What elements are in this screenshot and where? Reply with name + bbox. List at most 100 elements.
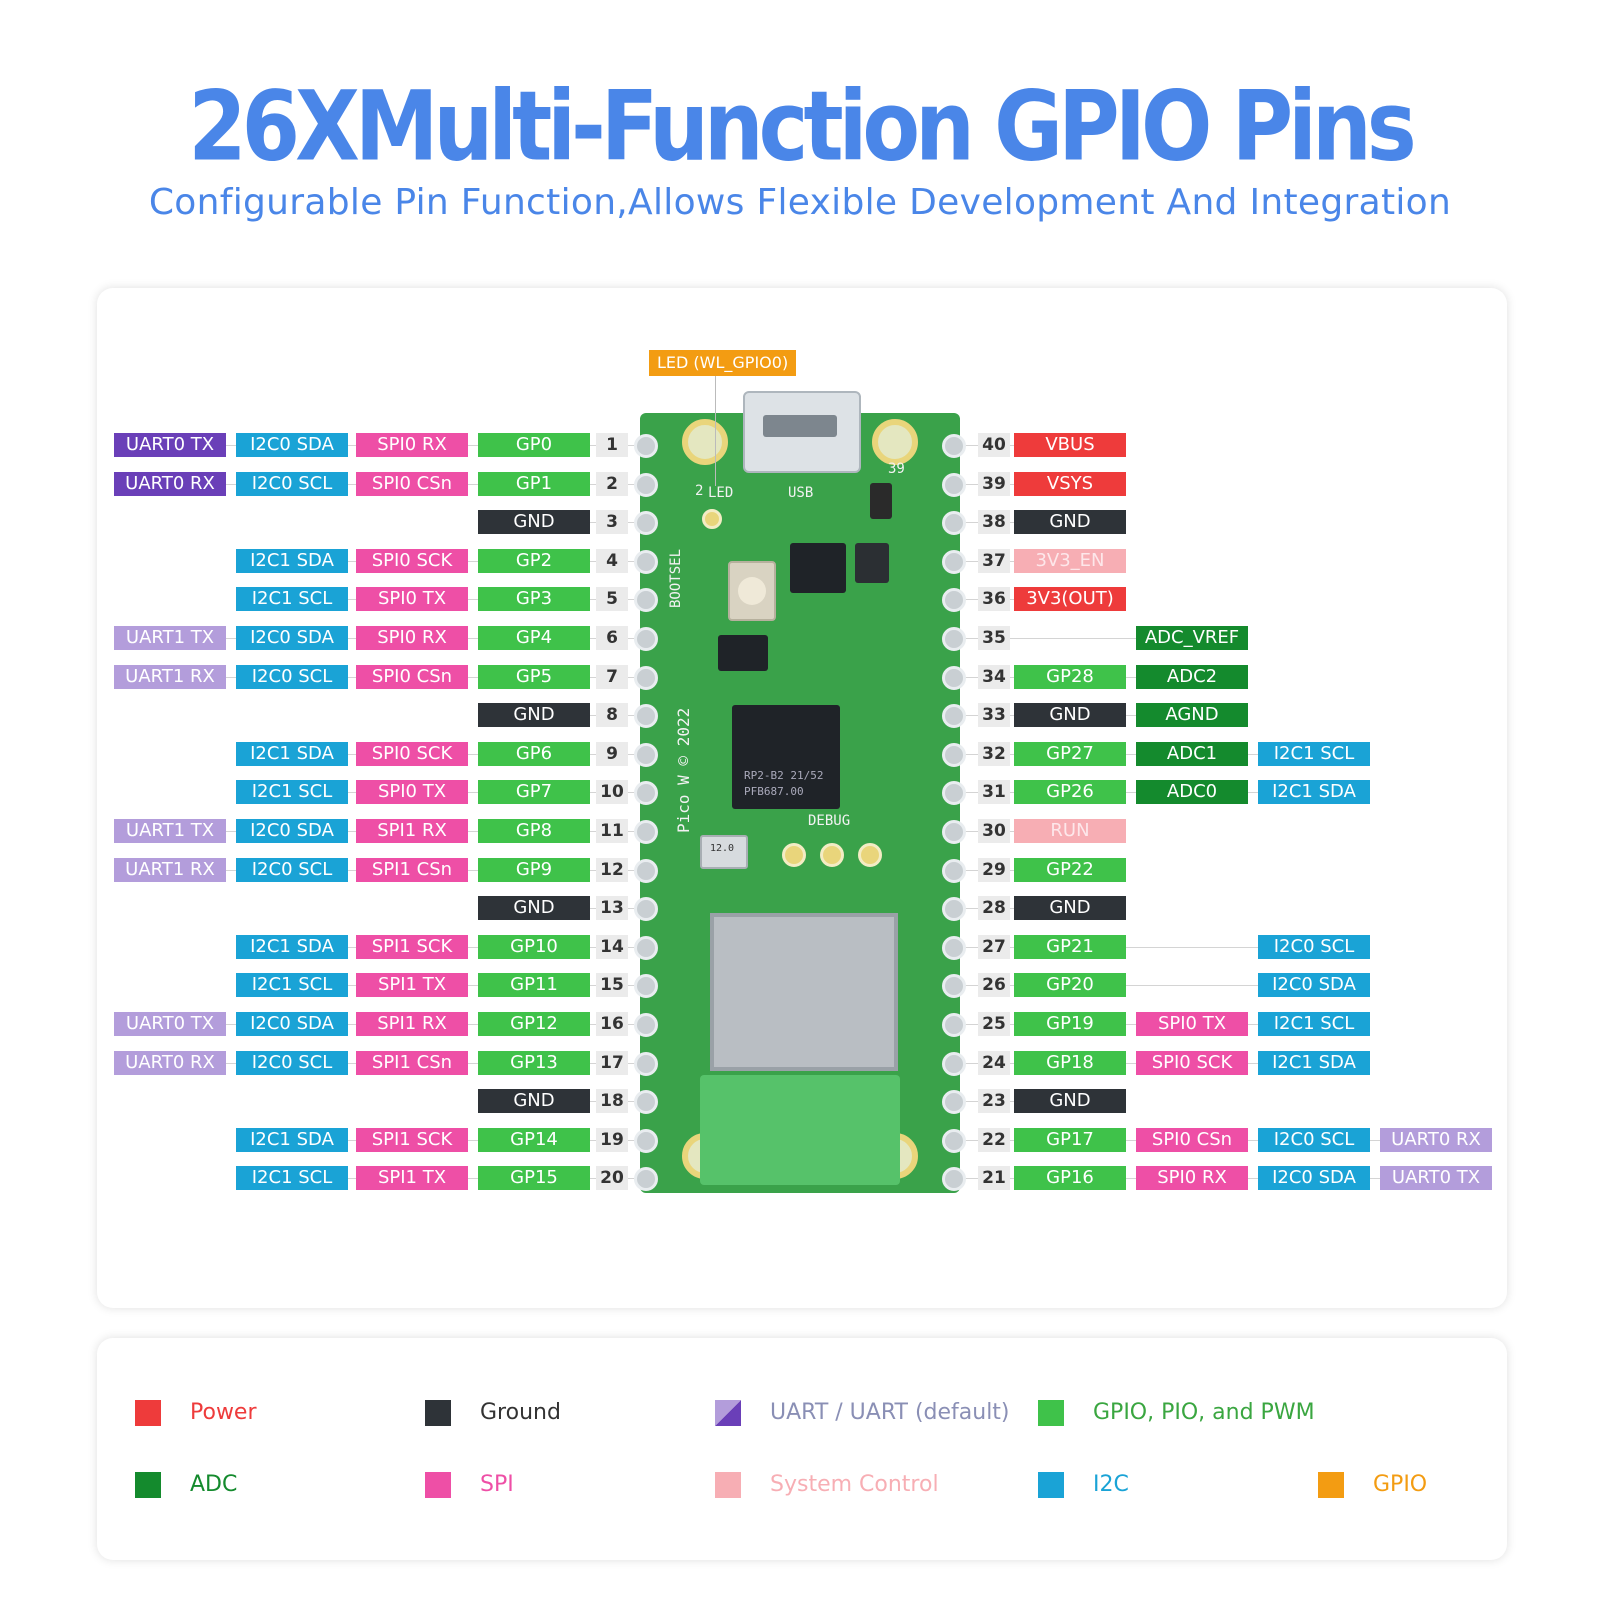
pin-label: GP12 xyxy=(478,1012,590,1036)
castellated-pad xyxy=(942,743,966,767)
debug-pad-3 xyxy=(858,843,882,867)
pin-label: I2C1 SDA xyxy=(1258,1051,1370,1075)
pin-label: SPI1 SCK xyxy=(356,1128,468,1152)
castellated-pad xyxy=(942,897,966,921)
silk-model: Pico W © 2022 xyxy=(674,707,693,833)
legend-item-uart: UART / UART (default) xyxy=(715,1398,1015,1428)
castellated-pad xyxy=(634,859,658,883)
pin-label: I2C0 SDA xyxy=(236,433,348,457)
legend-swatch xyxy=(425,1400,451,1426)
pin-number: 12 xyxy=(596,858,628,882)
legend-label: System Control xyxy=(770,1472,939,1497)
pin-label: GP20 xyxy=(1014,973,1126,997)
castellated-pad xyxy=(634,511,658,535)
pin-label: I2C0 SCL xyxy=(236,665,348,689)
pin-number: 33 xyxy=(978,703,1010,727)
legend-label: UART / UART (default) xyxy=(770,1400,1010,1425)
pico-w-board: 2 39 LED USB BOOTSEL Pico W © 2022 RP2-B… xyxy=(634,391,966,1193)
leader-line xyxy=(960,947,1360,948)
pin-label: SPI1 TX xyxy=(356,973,468,997)
pin-label: SPI0 RX xyxy=(356,626,468,650)
castellated-pad xyxy=(634,743,658,767)
pin-label: I2C1 SCL xyxy=(236,1166,348,1190)
pin-label: GP11 xyxy=(478,973,590,997)
legend-swatch xyxy=(135,1400,161,1426)
pin-number: 1 xyxy=(596,433,628,457)
pin-label: UART0 TX xyxy=(114,1012,226,1036)
antenna-area xyxy=(700,1075,900,1185)
pin-label: RUN xyxy=(1014,819,1126,843)
pin-label: SPI0 CSn xyxy=(356,472,468,496)
pin-label: SPI0 CSn xyxy=(1136,1128,1248,1152)
pin-label: UART1 RX xyxy=(114,858,226,882)
pin-label: UART0 RX xyxy=(114,472,226,496)
pin-label: GP16 xyxy=(1014,1166,1126,1190)
pin-number: 34 xyxy=(978,665,1010,689)
pin-label: I2C1 SDA xyxy=(236,742,348,766)
castellated-pad xyxy=(942,550,966,574)
pin-number: 2 xyxy=(596,472,628,496)
silk-usb: USB xyxy=(788,485,814,501)
pin-number: 17 xyxy=(596,1051,628,1075)
pin-number: 37 xyxy=(978,549,1010,573)
pin-label: I2C0 SCL xyxy=(236,472,348,496)
pin-label: GP17 xyxy=(1014,1128,1126,1152)
bootsel-button[interactable] xyxy=(728,561,776,621)
pin-label: UART1 TX xyxy=(114,626,226,650)
leader-line xyxy=(960,985,1360,986)
castellated-pad xyxy=(634,1167,658,1191)
pin-number: 8 xyxy=(596,703,628,727)
pin-label: I2C0 SDA xyxy=(1258,973,1370,997)
pin-label: I2C1 SCL xyxy=(236,780,348,804)
castellated-pad xyxy=(634,936,658,960)
pin-label: GND xyxy=(1014,896,1126,920)
led-pad xyxy=(702,509,722,529)
pin-number: 3 xyxy=(596,510,628,534)
legend-swatch xyxy=(425,1472,451,1498)
pin-label: GP2 xyxy=(478,549,590,573)
pin-label: I2C1 SDA xyxy=(1258,780,1370,804)
silk-pad-2: 2 xyxy=(695,483,704,499)
pin-label: I2C0 SDA xyxy=(236,819,348,843)
pin-label: I2C1 SDA xyxy=(236,935,348,959)
pin-label: GP9 xyxy=(478,858,590,882)
pin-label: GP4 xyxy=(478,626,590,650)
debug-pad-2 xyxy=(820,843,844,867)
castellated-pad xyxy=(942,936,966,960)
castellated-pad xyxy=(634,1013,658,1037)
pin-number: 13 xyxy=(596,896,628,920)
pin-number: 7 xyxy=(596,665,628,689)
pin-label: GP27 xyxy=(1014,742,1126,766)
pin-label: I2C0 SCL xyxy=(236,858,348,882)
mounting-hole-top-right xyxy=(872,419,918,465)
leader-line xyxy=(960,638,1238,639)
legend-swatch xyxy=(1038,1400,1064,1426)
castellated-pad xyxy=(634,666,658,690)
pin-label: I2C1 SCL xyxy=(236,973,348,997)
pin-label: I2C1 SCL xyxy=(1258,1012,1370,1036)
castellated-pad xyxy=(942,1167,966,1191)
pin-label: GP3 xyxy=(478,587,590,611)
legend-label: Ground xyxy=(480,1400,561,1425)
castellated-pad xyxy=(634,897,658,921)
page-title: 26XMulti-Function GPIO Pins xyxy=(188,69,1417,183)
legend-label: SPI xyxy=(480,1472,514,1497)
pin-label: I2C1 SDA xyxy=(236,549,348,573)
castellated-pad xyxy=(942,1052,966,1076)
led-wl-gpio0-label: LED (WL_GPIO0) xyxy=(649,350,797,376)
castellated-pad xyxy=(942,588,966,612)
pin-label: SPI0 CSn xyxy=(356,665,468,689)
silk-pad-39: 39 xyxy=(888,461,905,477)
castellated-pad xyxy=(634,704,658,728)
silk-bootsel: BOOTSEL xyxy=(668,548,684,608)
pin-label: SPI0 TX xyxy=(1136,1012,1248,1036)
pin-label: GND xyxy=(478,703,590,727)
pin-label: SPI1 TX xyxy=(356,1166,468,1190)
pin-label: VBUS xyxy=(1014,433,1126,457)
legend-swatch xyxy=(135,1472,161,1498)
pin-number: 32 xyxy=(978,742,1010,766)
pin-label: SPI0 TX xyxy=(356,587,468,611)
pin-label: GP28 xyxy=(1014,665,1126,689)
castellated-pad xyxy=(942,627,966,651)
pin-label: SPI1 SCK xyxy=(356,935,468,959)
